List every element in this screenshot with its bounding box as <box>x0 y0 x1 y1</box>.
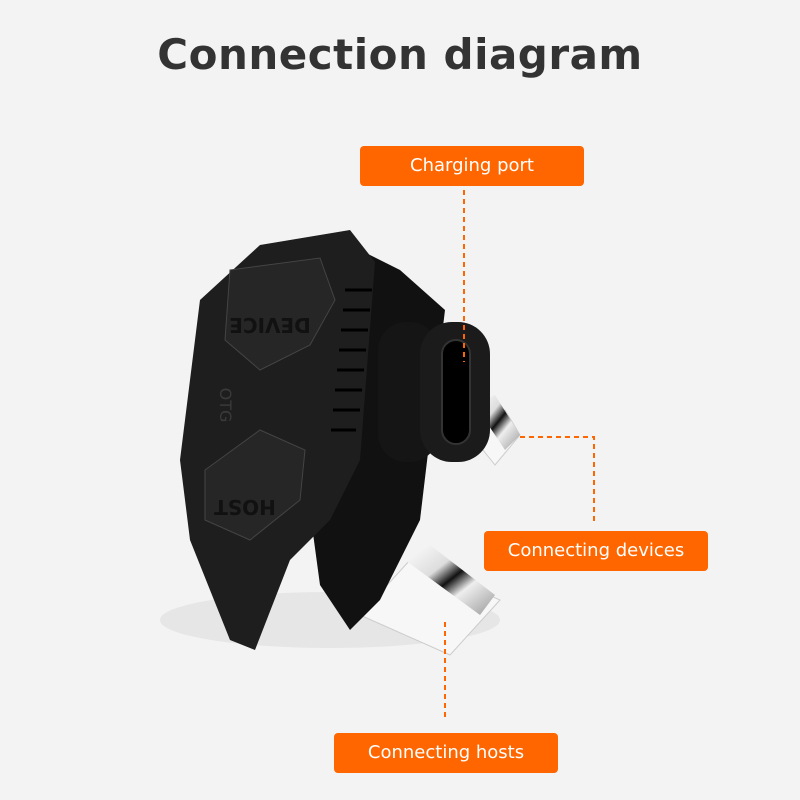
leader-lines <box>444 190 595 720</box>
devices-leader <box>520 436 595 522</box>
grip-ridges <box>331 288 372 432</box>
device-marking: DEVICE <box>229 313 311 337</box>
charging-port <box>378 322 490 462</box>
connecting-devices-label: Connecting devices <box>484 531 708 571</box>
host-usb-c-plug <box>359 545 501 656</box>
page-title: Connection diagram <box>157 30 643 79</box>
host-marking: HOST <box>214 495 276 519</box>
charging-port-label: Charging port <box>360 146 584 186</box>
connecting-hosts-label: Connecting hosts <box>334 733 558 773</box>
otg-marking: OTG <box>216 388 235 423</box>
